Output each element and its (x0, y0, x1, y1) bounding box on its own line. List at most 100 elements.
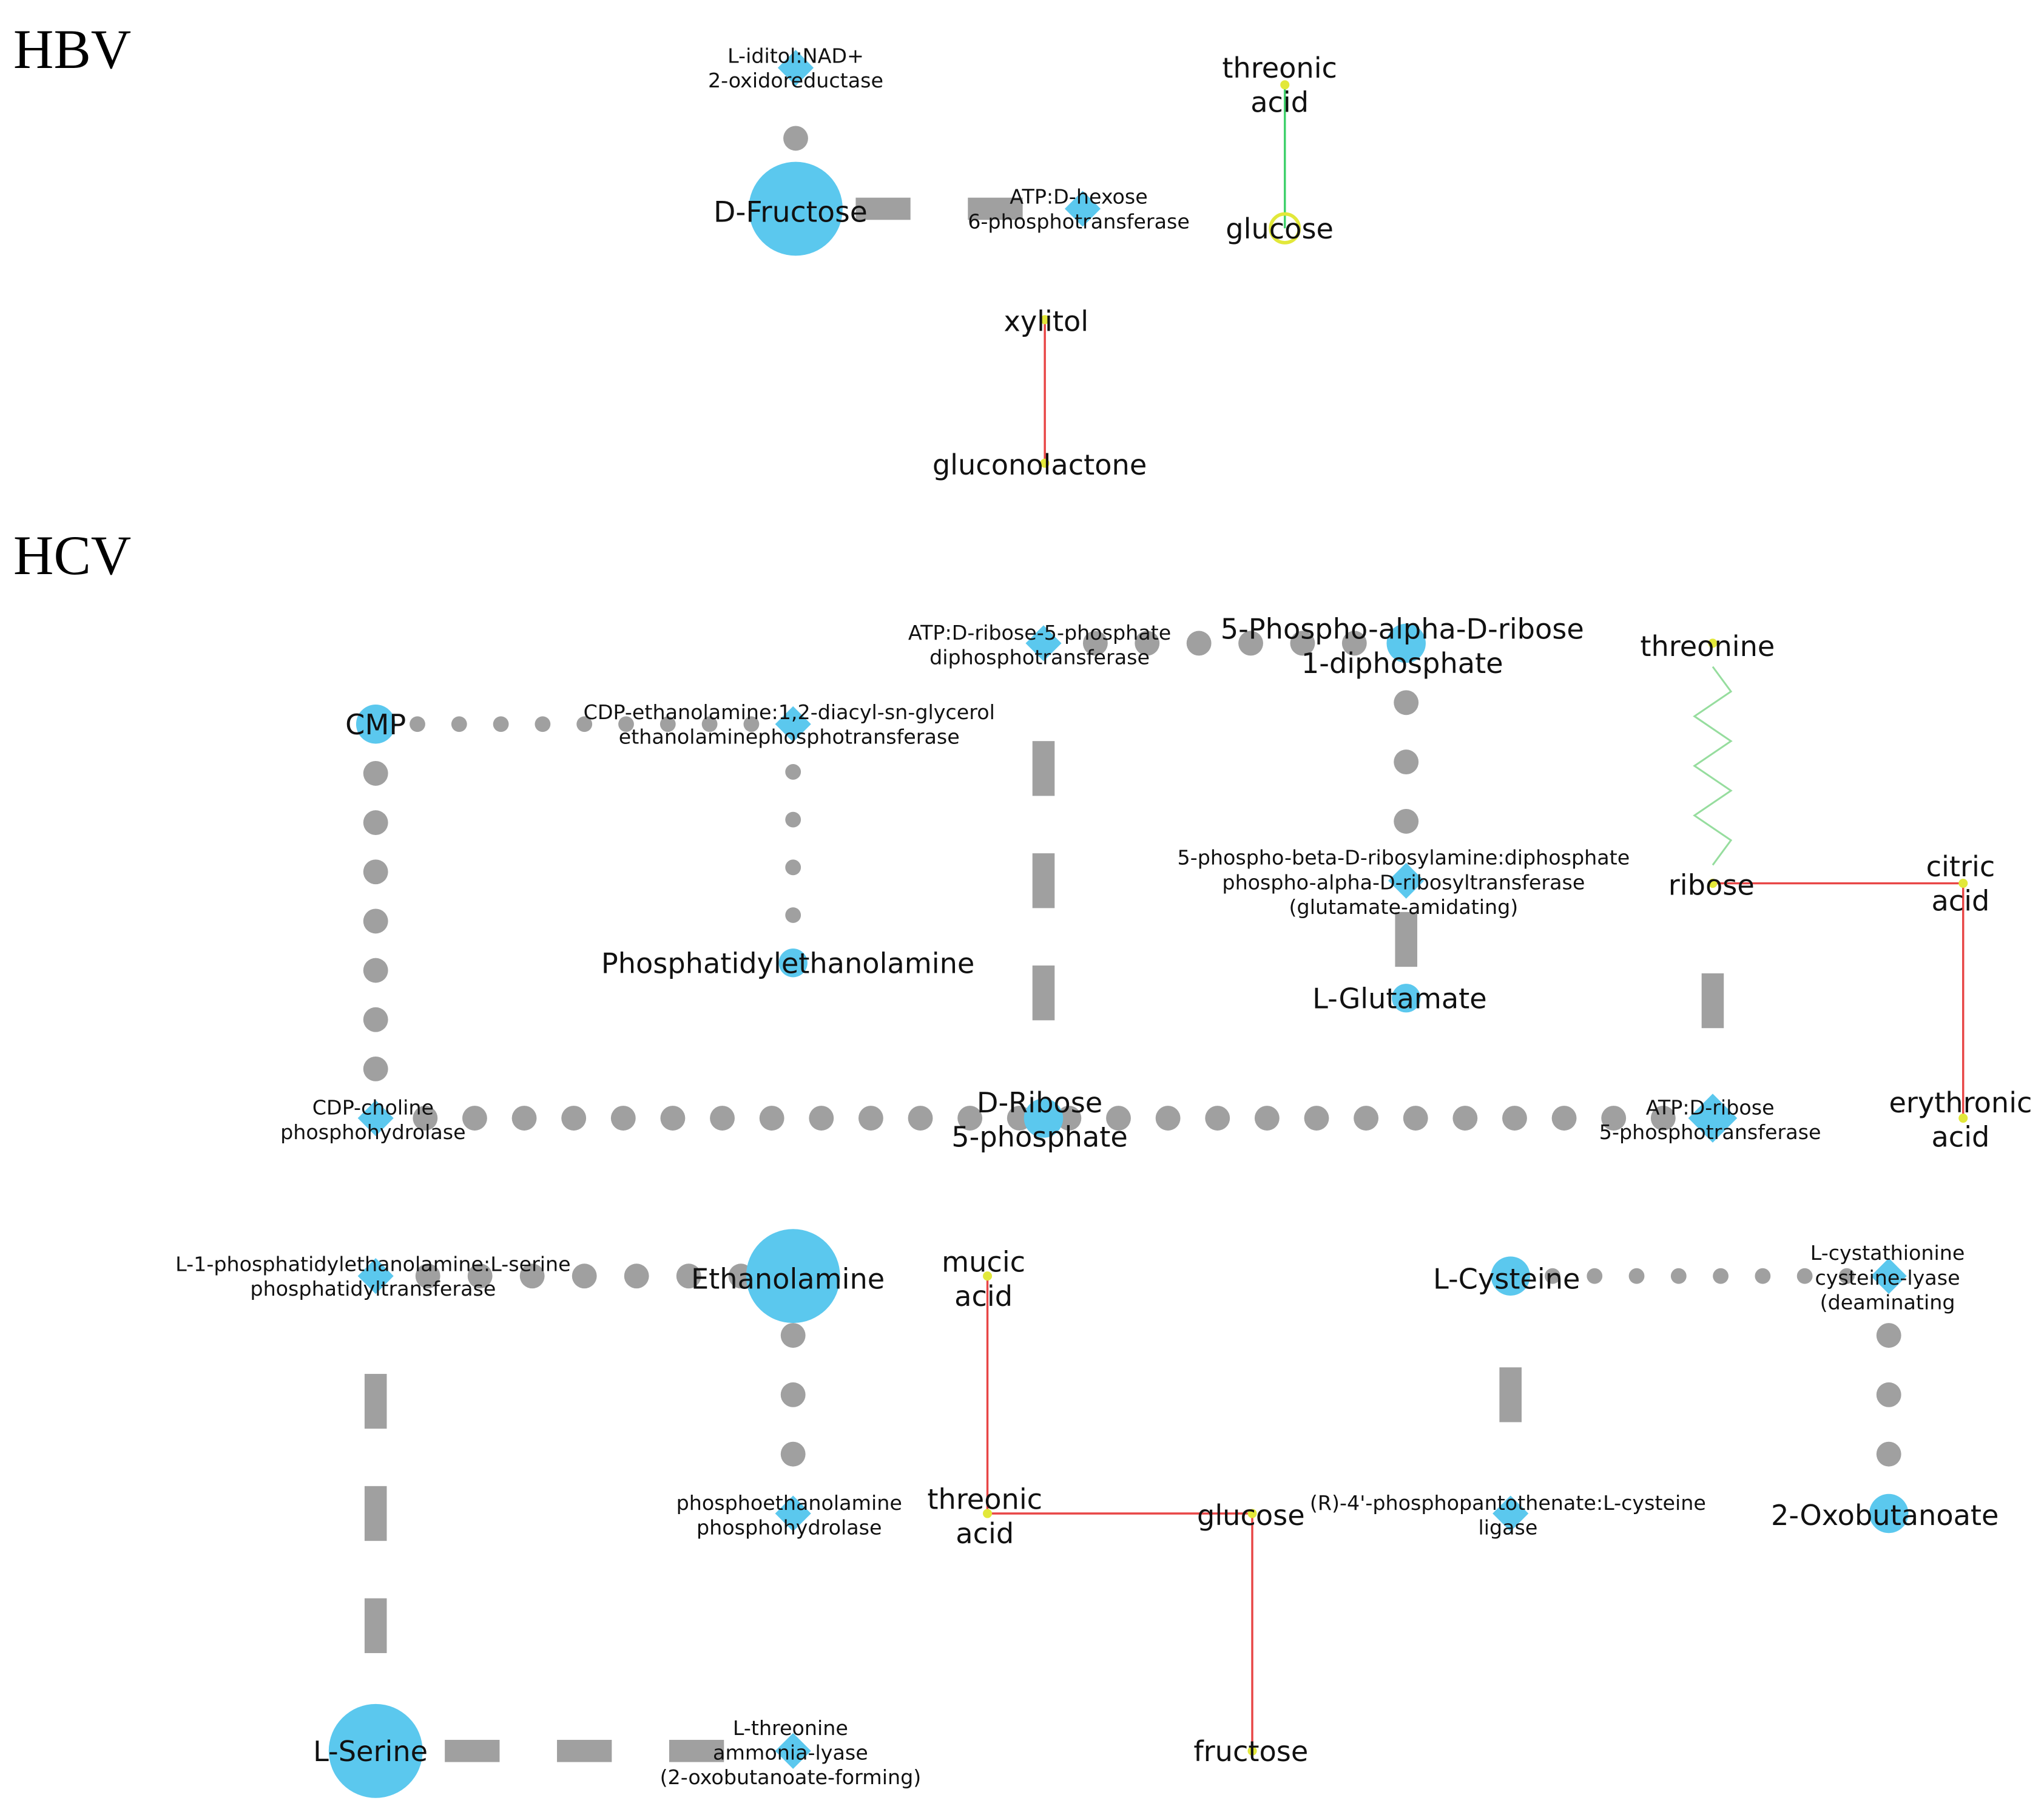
edge-lserine-threoninelyase (445, 1740, 724, 1762)
edge-dot (363, 1007, 388, 1032)
node-label-glucose_hcv: glucose (1197, 1499, 1305, 1532)
node-label-cmp: CMP (345, 708, 406, 741)
node-label-line: ATP:D-ribose (1646, 1095, 1775, 1119)
metabolite-node-threonic_hcv (983, 1509, 993, 1518)
edge-prpp-amidating (1394, 690, 1419, 834)
edge-dot (660, 1106, 686, 1131)
metabolite-node-citric (1958, 879, 1968, 888)
enzyme-node-threoninelyase (775, 1733, 811, 1769)
edge-amidating-lglutamate (1395, 911, 1417, 967)
section-titles: HBV HCV (13, 18, 131, 586)
edge-iditol-dfructose (783, 126, 808, 151)
edge-cmp-cdpcholine (363, 760, 388, 1081)
node-label-threonine: threonine (1640, 630, 1775, 663)
edge-dot (785, 859, 801, 876)
node-label-line: ATP:D-hexose (1010, 185, 1147, 209)
edge-dash (445, 1740, 500, 1762)
metabolite-node-gluconolactone (1040, 458, 1050, 468)
edge-dot (415, 1263, 440, 1289)
node-label-line: erythronic (1889, 1086, 2032, 1119)
edge-threonine-ribose (1693, 666, 1733, 866)
edge-dot (363, 1056, 388, 1081)
edge-dot (710, 1106, 735, 1131)
edge-serinetrans-lserine (364, 1373, 387, 1654)
node-label-line: CMP (345, 708, 406, 741)
edge-dot (1650, 1106, 1676, 1131)
edge-dot (572, 1263, 597, 1289)
node-label-line: (2-oxobutanoate-forming) (660, 1765, 922, 1789)
metabolite-node-lglutamate (1392, 984, 1421, 1013)
edge-dot (858, 1106, 883, 1131)
enzyme-node-hexose (1064, 191, 1101, 227)
node-label-line: L-iditol:NAD+ (727, 44, 864, 67)
edge-dot (363, 760, 388, 786)
node-label-lcysteine: L-Cysteine (1433, 1263, 1580, 1296)
node-label-line: CDP-ethanolamine:1,2-diacyl-sn-glycerol (584, 700, 995, 724)
edge-dash (968, 197, 1023, 220)
node-label-line: ligase (1478, 1515, 1537, 1539)
node-label-line: 6-phosphotransferase (968, 209, 1190, 233)
node-label-line: cysteine-lyase (1815, 1266, 1960, 1290)
node-label-lserine: L-Serine (313, 1735, 428, 1768)
edge-dot (363, 859, 388, 885)
edge-dot (1354, 1106, 1379, 1131)
enzyme-node-atpribose5p (1025, 625, 1062, 661)
edge-dash (364, 1598, 387, 1654)
section-title-hcv: HCV (13, 524, 131, 586)
edge-dot (363, 810, 388, 835)
metabolite-node-mucic (983, 1271, 993, 1281)
edge-serinetrans-ethanolamine (415, 1263, 754, 1289)
edge-dot (363, 908, 388, 934)
node-label-line: threonine (1640, 630, 1775, 663)
edge-dot (1394, 809, 1419, 834)
edge-dot (743, 716, 760, 732)
edge-dot (363, 958, 388, 983)
metabolite-node-threonine (1708, 638, 1718, 648)
edge-dot (511, 1106, 537, 1131)
node-label-line: D-Fructose (713, 195, 868, 229)
metabolite-node-glucose_hbv (1269, 212, 1301, 245)
node-label-oxobutanoate: 2-Oxobutanoate (1771, 1499, 1998, 1532)
node-label-line: L-Serine (313, 1735, 428, 1768)
edge-dot (1238, 631, 1263, 656)
node-label-line: 2-oxidoreductase (708, 69, 883, 92)
edge-dot (1601, 1106, 1627, 1131)
edge-dot (785, 811, 801, 828)
node-label-line: glucose (1197, 1499, 1305, 1532)
node-label-line: 5-phosphate (951, 1121, 1128, 1154)
edge-dot (1839, 1268, 1855, 1284)
node-label-line: threonic (1222, 52, 1337, 84)
edge-dash (1701, 973, 1724, 1029)
edge-dot (413, 1106, 438, 1131)
edge-dfructose-hexose (855, 197, 1023, 220)
node-label-line: Ethanolamine (691, 1263, 885, 1296)
node-label-line: phosphoethanolamine (676, 1491, 902, 1515)
edge-dash (669, 1740, 724, 1762)
edge-dot (1876, 1382, 1901, 1407)
edge-ribose-riboseptrans (1701, 973, 1724, 1029)
node-label-line: 5-phospho-beta-D-ribosylamine:diphosphat… (1178, 846, 1630, 870)
edge-dot (1713, 1268, 1729, 1284)
edge-dot (957, 1106, 983, 1131)
edge-dash (1032, 853, 1055, 908)
edge-dot (1587, 1268, 1603, 1284)
edge-dot (659, 716, 676, 732)
edge-dash (364, 1486, 387, 1541)
edge-dot (785, 764, 801, 780)
edge-dash (557, 1740, 612, 1762)
edge-cdpcholine-riboseptrans (413, 1106, 1676, 1131)
edge-cmp-cdpeth (410, 716, 760, 732)
edge-dot (1628, 1268, 1645, 1284)
metabolite-node-ethanolamine (746, 1229, 840, 1324)
edge-dot (1135, 631, 1160, 656)
